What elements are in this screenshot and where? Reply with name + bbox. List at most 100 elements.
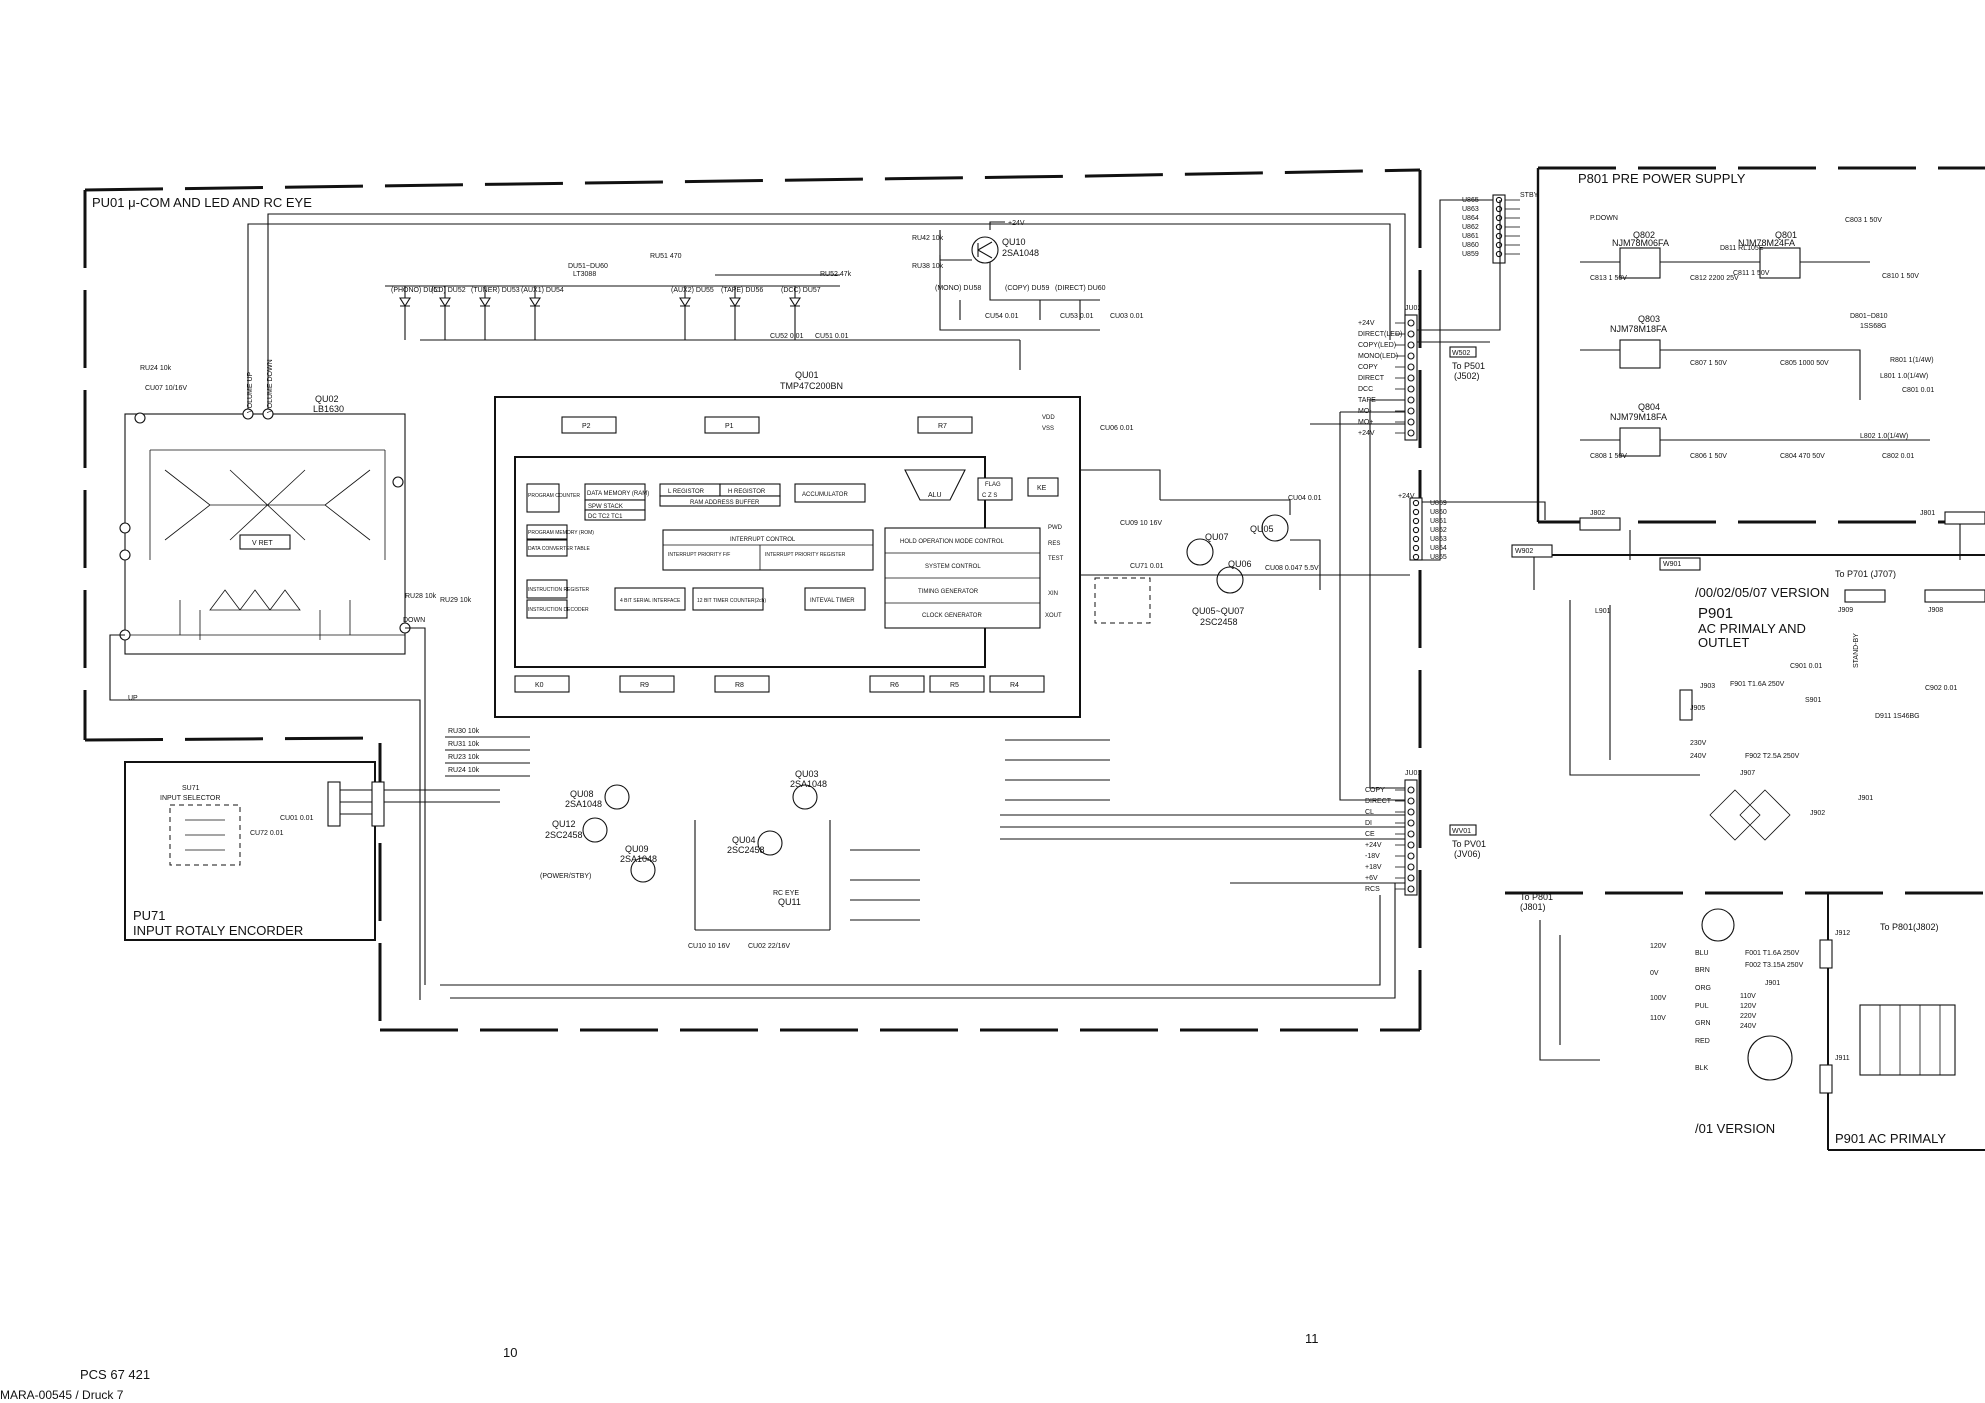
ju01-pin-label: DI <box>1365 820 1372 827</box>
led-1: (PHONO) DU51 <box>391 286 441 340</box>
c901-label: C901 0.01 <box>1790 663 1822 670</box>
ju02-pin <box>1407 352 1415 360</box>
svg-text:R4: R4 <box>1010 682 1019 689</box>
svg-text:SPW STACK: SPW STACK <box>588 504 623 510</box>
ju01-pin-label: CL <box>1365 809 1374 816</box>
c806-label: C806 1 50V <box>1690 453 1727 460</box>
qu08-part: 2SA1048 <box>565 799 602 809</box>
cu09-label: CU71 0.01 <box>1130 563 1164 570</box>
lower-resistors: RU30 10k RU31 10k RU23 10k RU24 10k <box>445 728 1110 921</box>
qu02-motor-driver: QU02 LB1630 V RET VOLUME UP VOLUME DOWN … <box>109 213 1406 1000</box>
stby-label: STBY <box>1520 192 1539 199</box>
l801-label: L801 1.0(1/4W) <box>1880 373 1928 380</box>
svg-text:+24V: +24V <box>1008 220 1025 227</box>
qu10-transistor: QU10 2SA1048 +24V RU42 10k RU38 10k (MON… <box>912 220 1144 320</box>
svg-text:CLOCK GENERATOR: CLOCK GENERATOR <box>922 613 982 619</box>
print-ref: MARA-00545 / Druck 7 <box>0 1388 124 1402</box>
led-5: (AUX2) DU55 <box>671 286 714 340</box>
ju01-to: To PV01 <box>1452 839 1486 849</box>
svg-text:INTERRUPT PRIORITY REGISTER: INTERRUPT PRIORITY REGISTER <box>765 552 846 558</box>
u-pin <box>1495 241 1503 249</box>
j911-label: J911 <box>1835 1055 1850 1062</box>
ru51-label: RU51 470 <box>650 253 682 260</box>
u-pin <box>1495 196 1503 204</box>
ju01-pin <box>1407 863 1415 871</box>
u-pin-label: U864 <box>1430 545 1447 552</box>
led-6: (TAPE) DU56 <box>721 286 763 340</box>
pin-vss: VSS <box>1042 426 1054 432</box>
qu01-part: TMP47C200BN <box>780 381 843 391</box>
f902-label: F902 T2.5A 250V <box>1745 753 1800 760</box>
svg-text:PROGRAM MEMORY (ROM): PROGRAM MEMORY (ROM) <box>528 530 594 536</box>
ru31-label: RU24 10k <box>448 767 480 774</box>
ju01-pin <box>1407 874 1415 882</box>
qu05-07-part: 2SC2458 <box>1200 617 1238 627</box>
qu10-part: 2SA1048 <box>1002 248 1039 258</box>
svg-text:INTEVAL TIMER: INTEVAL TIMER <box>810 598 855 604</box>
up-label: UP <box>128 695 138 702</box>
led-label: (DCC) DU57 <box>781 287 821 294</box>
ju02-pin <box>1407 429 1415 437</box>
su71-part: INPUT SELECTOR <box>160 795 220 802</box>
j802-label: J802 <box>1590 510 1605 517</box>
program-memory-block <box>526 524 568 540</box>
u-pin-label: U859 <box>1462 251 1479 258</box>
svg-text:R7: R7 <box>938 423 947 430</box>
instruction-register-block <box>526 579 568 599</box>
p901-subtitle: AC PRIMALY AND <box>1698 621 1806 636</box>
svg-text:L REGISTOR: L REGISTOR <box>668 489 705 495</box>
led-7: (DCC) DU57 <box>781 286 821 340</box>
led-label: (AUX1) DU54 <box>521 287 564 294</box>
ju01-ref: JU01 <box>1405 770 1421 777</box>
section-frames <box>83 166 1985 1151</box>
qu09-ref: QU09 <box>625 844 649 854</box>
c810-label: C810 1 50V <box>1882 273 1919 280</box>
svg-text:ALU: ALU <box>928 492 942 499</box>
u-pin <box>1412 535 1420 543</box>
to-p801b-lower: (J801) <box>1520 902 1546 912</box>
voltage-selector <box>1747 1035 1793 1081</box>
ju02-pin <box>1407 407 1415 415</box>
ru29-label: RU31 10k <box>448 741 480 748</box>
ju02-ref: JU02 <box>1405 305 1421 312</box>
l901-label: L901 <box>1595 608 1611 615</box>
cu08-label: CU09 10 16V <box>1120 520 1162 527</box>
qu03-ref: QU03 <box>795 769 819 779</box>
cu51-label: CU51 0.01 <box>815 333 849 340</box>
qu04-ref: QU04 <box>732 835 756 845</box>
d811-label: D811 RL105E <box>1720 245 1764 252</box>
cu11-label: CU10 10 16V <box>688 943 730 950</box>
ju01-pin-label: CE <box>1365 831 1375 838</box>
svg-text:P2: P2 <box>582 423 591 430</box>
qu01-microcontroller: QU01 TMP47C200BN P2 P1 R7 PROGRAM COUNTE… <box>494 370 1081 718</box>
svg-text:R9: R9 <box>640 682 649 689</box>
p801-title: P801 PRE POWER SUPPLY <box>1578 171 1746 186</box>
svg-text:12 BIT TIMER COUNTER(2ch): 12 BIT TIMER COUNTER(2ch) <box>697 598 766 604</box>
u-pin <box>1412 517 1420 525</box>
u-pin-label: U863 <box>1430 536 1447 543</box>
to-p801-lower: To P801 <box>1520 892 1553 902</box>
q803-part: NJM78M18FA <box>1610 324 1667 334</box>
u-pin-label: U863 <box>1462 206 1479 213</box>
u-pin <box>1412 544 1420 552</box>
lower-transistors: QU08 2SA1048 QU12 2SC2458 QU09 2SA1048 Q… <box>540 769 831 950</box>
svg-text:TIMING GENERATOR: TIMING GENERATOR <box>918 589 979 595</box>
svg-text:C Z S: C Z S <box>982 493 997 499</box>
qu12-ref: QU12 <box>552 819 576 829</box>
led-direct: (DIRECT) DU60 <box>1055 285 1106 292</box>
u-pin <box>1412 526 1420 534</box>
ju02-pin <box>1407 363 1415 371</box>
u-pin-label: U861 <box>1462 233 1479 240</box>
ju01-pin-label: DIRECT <box>1365 798 1392 805</box>
pu71-subtitle: INPUT ROTALY ENCORDER <box>133 923 303 938</box>
port-r4 <box>989 675 1045 693</box>
qu02-part: LB1630 <box>313 404 344 414</box>
svg-text:INTERRUPT CONTROL: INTERRUPT CONTROL <box>730 537 796 543</box>
ju01-pin-label: +6V <box>1365 875 1378 882</box>
ju02-pin-label: COPY(LED) <box>1358 342 1396 349</box>
port-r7 <box>917 416 973 434</box>
svg-text:PROGRAM COUNTER: PROGRAM COUNTER <box>528 493 580 499</box>
ju02-pin <box>1407 396 1415 404</box>
pu71-title: PU71 <box>133 908 166 923</box>
